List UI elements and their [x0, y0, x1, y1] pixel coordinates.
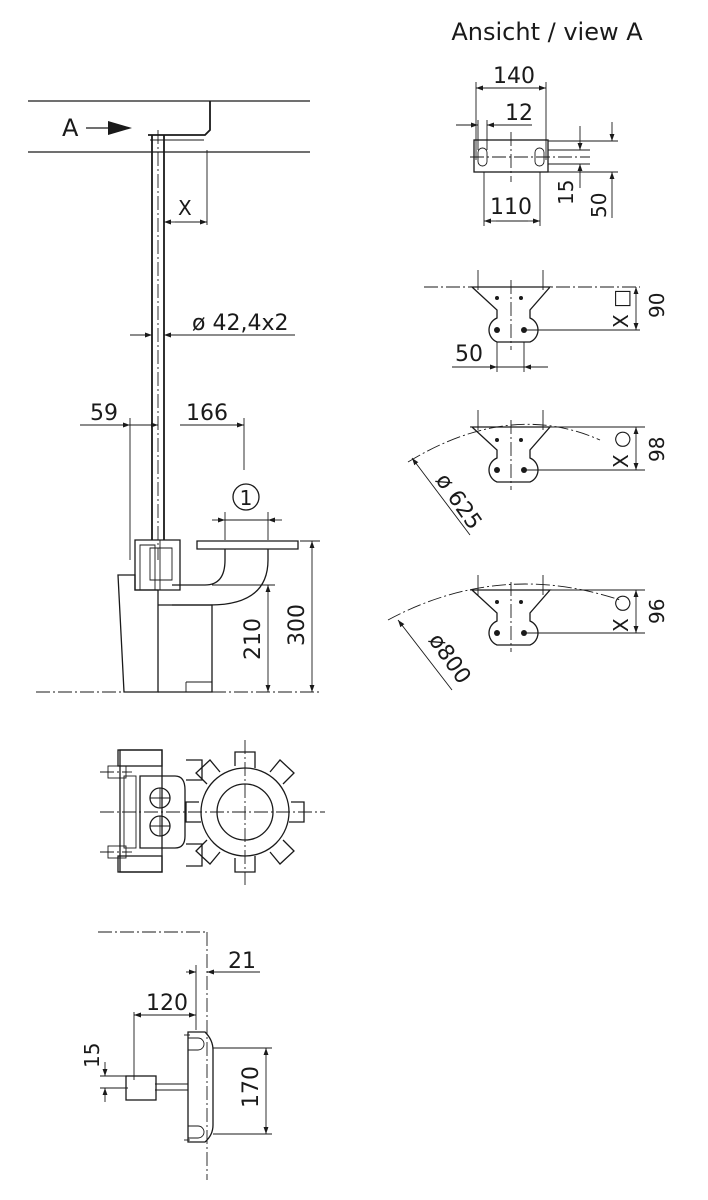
side-elevation: A X ø 42,4x2 59 166 1	[28, 100, 320, 693]
bracket-arm-625	[470, 426, 552, 483]
plan-view	[100, 740, 325, 885]
dim-90: 90	[645, 293, 669, 318]
view-a-bracket: 140 12 110 15 50	[456, 64, 618, 226]
item-marker: 1	[240, 486, 253, 510]
dim-15a: 15	[554, 180, 578, 205]
dim-210: 210	[241, 618, 266, 660]
dia-800: ø800	[423, 629, 475, 689]
dim-21: 21	[228, 949, 256, 974]
dim-300: 300	[285, 604, 310, 646]
dim-50a: 50	[587, 193, 611, 218]
arrow-right-icon	[86, 121, 132, 135]
dim-59: 59	[90, 401, 118, 426]
ceiling-bracket	[148, 101, 211, 136]
bracket-arm-800	[470, 589, 552, 646]
dim-96: 96	[645, 599, 669, 624]
dia-625: ø 625	[430, 469, 486, 534]
dim-166: 166	[186, 401, 228, 426]
dim-120: 120	[146, 991, 188, 1016]
dim-50b: 50	[455, 342, 483, 367]
wall-bracket	[187, 1031, 214, 1143]
arrow-label: A	[62, 114, 79, 142]
dim-98: 98	[645, 437, 669, 462]
x-dim-label: X	[178, 196, 192, 220]
dim-12: 12	[505, 101, 533, 126]
dim-110: 110	[490, 195, 532, 220]
coupling-block	[134, 539, 181, 591]
base-right	[158, 604, 213, 693]
pipe-spec: ø 42,4x2	[192, 311, 288, 336]
view-title: Ansicht / view A	[451, 18, 643, 46]
circle-marker-icon: 1	[232, 483, 260, 511]
arc-625	[407, 423, 601, 463]
bottom-detail: 21 120 15 170	[80, 931, 272, 1180]
dim-170: 170	[239, 1066, 264, 1108]
base-left	[117, 574, 159, 693]
dim-140: 140	[493, 64, 535, 89]
arc-800	[387, 583, 621, 621]
variant-circle-800: X ○ 96 ø800	[387, 575, 669, 691]
variant-square: 50 X □ 90	[424, 270, 669, 372]
variant-circle1-label: X ○	[609, 430, 633, 468]
variant-circle2-label: X ○	[609, 594, 633, 632]
top-flange	[196, 540, 299, 550]
flange-plan	[185, 751, 305, 873]
bracket-arm-square	[470, 286, 552, 343]
bend-pipe-outer	[172, 549, 269, 606]
anchor-block	[125, 1075, 157, 1101]
bend-pipe-inner	[172, 549, 226, 586]
variant-square-label: X □	[609, 289, 633, 328]
variant-circle-625: X ○ 98 ø 625	[407, 410, 669, 536]
dim-15b: 15	[80, 1043, 104, 1068]
